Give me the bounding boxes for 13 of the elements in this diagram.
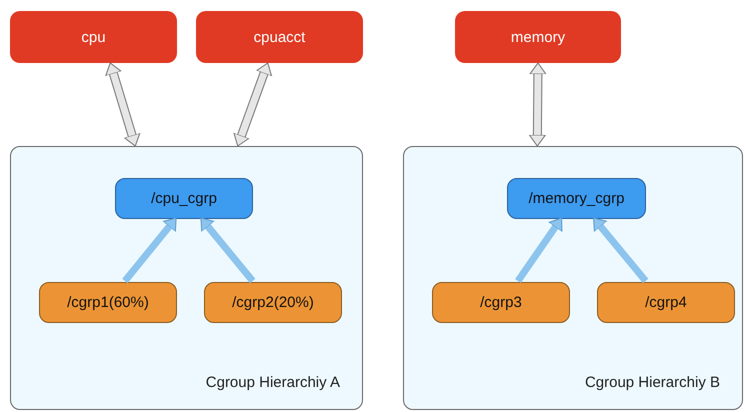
controller-box: cpu: [10, 11, 177, 63]
cgroup-box: /cpu_cgrp: [115, 178, 253, 219]
cgroup-box: /cgrp2(20%): [204, 282, 342, 323]
hierarchy-panel: [10, 146, 363, 410]
hierarchy-label: Cgroup Hierarchiy B: [584, 374, 720, 391]
controller-box: memory: [455, 11, 621, 63]
cgroup-box: /cgrp1(60%): [39, 282, 177, 323]
cgroup-box: /memory_cgrp: [507, 178, 646, 219]
controller-box: cpuacct: [196, 11, 363, 63]
hierarchy-panel: [403, 146, 743, 410]
cgroup-box: /cgrp3: [432, 282, 570, 323]
cgroup-box: /cgrp4: [597, 282, 735, 323]
hierarchy-label: Cgroup Hierarchiy A: [206, 374, 340, 391]
